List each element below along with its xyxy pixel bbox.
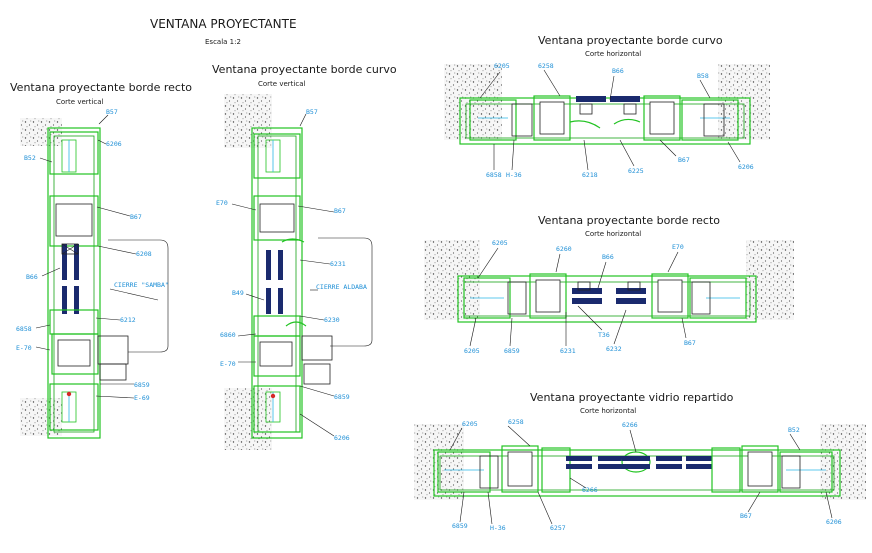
label-6860: 6860 bbox=[220, 331, 236, 339]
label-b49: B49 bbox=[232, 289, 244, 297]
label-e69: E-69 bbox=[134, 394, 150, 402]
label-6859: 6859 bbox=[134, 381, 150, 389]
label-b57: B57 bbox=[106, 108, 118, 116]
section-title: Ventana proyectante vidrio repartido bbox=[530, 391, 734, 404]
label-6231: 6231 bbox=[560, 347, 576, 355]
label-6212: 6212 bbox=[120, 316, 136, 324]
label-6859: 6859 bbox=[452, 522, 468, 530]
label-6225: 6225 bbox=[628, 167, 644, 175]
section-title: Ventana proyectante borde curvo bbox=[538, 34, 723, 47]
scale-label: Escala 1:2 bbox=[205, 38, 241, 46]
label-6231: 6231 bbox=[330, 260, 346, 268]
label-b57: B57 bbox=[306, 108, 318, 116]
main-title: VENTANA PROYECTANTE bbox=[150, 17, 297, 31]
label-6205: 6205 bbox=[492, 239, 508, 247]
label-6859: 6859 bbox=[504, 347, 520, 355]
label-6258: 6258 bbox=[508, 418, 524, 426]
label-6206: 6206 bbox=[106, 140, 122, 148]
section-horizontal-vidrio-repartido: Ventana proyectante vidrio repartido Cor… bbox=[414, 391, 866, 532]
label-h36: H-36 bbox=[506, 171, 522, 179]
label-6859: 6859 bbox=[334, 393, 350, 401]
section-subtitle: Corte horizontal bbox=[580, 407, 636, 415]
label-6206: 6206 bbox=[826, 518, 842, 526]
section-subtitle: Corte horizontal bbox=[585, 230, 641, 238]
label-6218: 6218 bbox=[582, 171, 598, 179]
section-subtitle: Corte horizontal bbox=[585, 50, 641, 58]
label-b66: B66 bbox=[602, 253, 614, 261]
label-6266: 6266 bbox=[582, 486, 598, 494]
section-vertical-borde-curvo: Ventana proyectante borde curvo Corte ve… bbox=[212, 63, 397, 450]
label-b67: B67 bbox=[740, 512, 752, 520]
label-cierre-aldaba: CIERRE ALDABA bbox=[316, 283, 367, 291]
label-6206: 6206 bbox=[334, 434, 350, 442]
label-b67: B67 bbox=[334, 207, 346, 215]
label-b66: B66 bbox=[26, 273, 38, 281]
label-e70-lower: E-70 bbox=[220, 360, 236, 368]
section-title: Ventana proyectante borde curvo bbox=[212, 63, 397, 76]
label-b66: B66 bbox=[612, 67, 624, 75]
label-6858: 6858 bbox=[16, 325, 32, 333]
label-b52: B52 bbox=[788, 426, 800, 434]
label-b67: B67 bbox=[678, 156, 690, 164]
label-b52: B52 bbox=[24, 154, 36, 162]
label-e70: E70 bbox=[672, 243, 684, 251]
label-6260: 6260 bbox=[556, 245, 572, 253]
label-h36: H-36 bbox=[490, 524, 506, 532]
section-subtitle: Corte vertical bbox=[258, 80, 305, 88]
section-vertical-borde-recto: Ventana proyectante borde recto Corte ve… bbox=[10, 81, 192, 439]
label-6858: 6858 bbox=[486, 171, 502, 179]
label-6208: 6208 bbox=[136, 250, 152, 258]
label-e70: E-70 bbox=[16, 344, 32, 352]
label-6257: 6257 bbox=[550, 524, 566, 532]
label-6258: 6258 bbox=[538, 62, 554, 70]
section-subtitle: Corte vertical bbox=[56, 98, 103, 106]
label-6230: 6230 bbox=[324, 316, 340, 324]
label-6205: 6205 bbox=[462, 420, 478, 428]
label-e70: E70 bbox=[216, 199, 228, 207]
section-title: Ventana proyectante borde recto bbox=[10, 81, 192, 94]
label-b67: B67 bbox=[130, 213, 142, 221]
section-horizontal-borde-recto: Ventana proyectante borde recto Corte ho… bbox=[424, 214, 794, 355]
label-6266-top: 6266 bbox=[622, 421, 638, 429]
section-horizontal-borde-curvo: Ventana proyectante borde curvo Corte ho… bbox=[444, 34, 770, 179]
label-t36: T36 bbox=[598, 331, 610, 339]
section-title: Ventana proyectante borde recto bbox=[538, 214, 720, 227]
label-6232: 6232 bbox=[606, 345, 622, 353]
label-cierre-samba: CIERRE "SAMBA" bbox=[114, 281, 169, 289]
label-6205-lower: 6205 bbox=[464, 347, 480, 355]
label-6205: 6205 bbox=[494, 62, 510, 70]
label-b67: B67 bbox=[684, 339, 696, 347]
label-6206: 6206 bbox=[738, 163, 754, 171]
label-b58: B58 bbox=[697, 72, 709, 80]
